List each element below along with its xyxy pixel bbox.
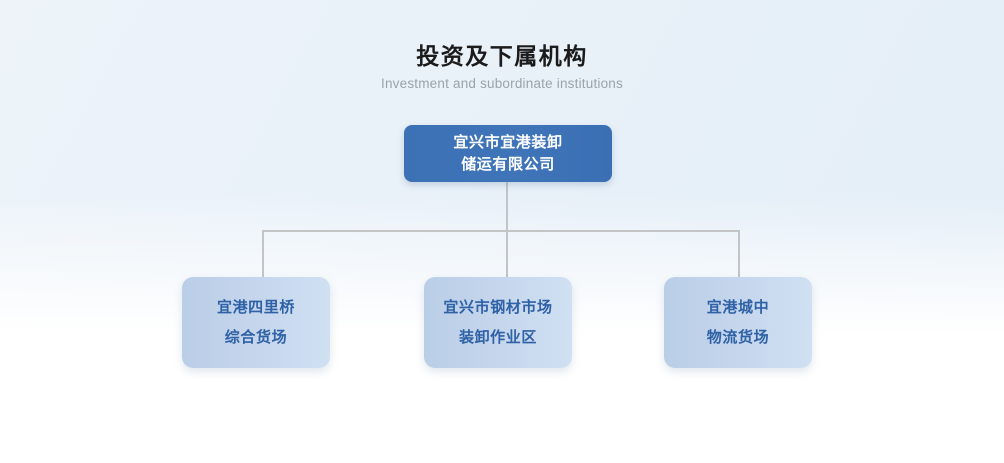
org-node-child-2-label: 宜兴市钢材市场 装卸作业区 [443,293,552,353]
org-node-child-3-line1: 宜港城中 [706,298,770,316]
org-node-root-label: 宜兴市宜港装卸 储运有限公司 [453,132,562,176]
page-heading: 投资及下属机构 Investment and subordinate insti… [0,42,1004,92]
org-node-child-3-line2: 物流货场 [706,328,770,346]
org-node-root-line1: 宜兴市宜港装卸 [453,133,563,151]
org-node-child-2[interactable]: 宜兴市钢材市场 装卸作业区 [424,277,572,368]
org-node-root[interactable]: 宜兴市宜港装卸 储运有限公司 [404,125,612,182]
connector-branch-center [506,230,508,278]
org-node-child-1-line2: 综合货场 [224,328,288,346]
org-node-child-3[interactable]: 宜港城中 物流货场 [664,277,812,368]
connector-horizontal-bar [262,230,740,232]
org-node-child-1[interactable]: 宜港四里桥 综合货场 [182,277,330,368]
org-node-child-1-line1: 宜港四里桥 [216,298,295,316]
org-node-child-1-label: 宜港四里桥 综合货场 [217,293,295,353]
org-node-child-3-label: 宜港城中 物流货场 [707,293,769,353]
connector-branch-right [738,230,740,278]
org-node-child-2-line1: 宜兴市钢材市场 [443,298,553,316]
connector-branch-left [262,230,264,278]
page-title: 投资及下属机构 [416,43,588,69]
page-subtitle: Investment and subordinate institutions [381,76,623,91]
connector-root-vertical [506,181,508,232]
org-node-root-line2: 储运有限公司 [461,155,555,173]
org-node-child-2-line2: 装卸作业区 [458,328,537,346]
